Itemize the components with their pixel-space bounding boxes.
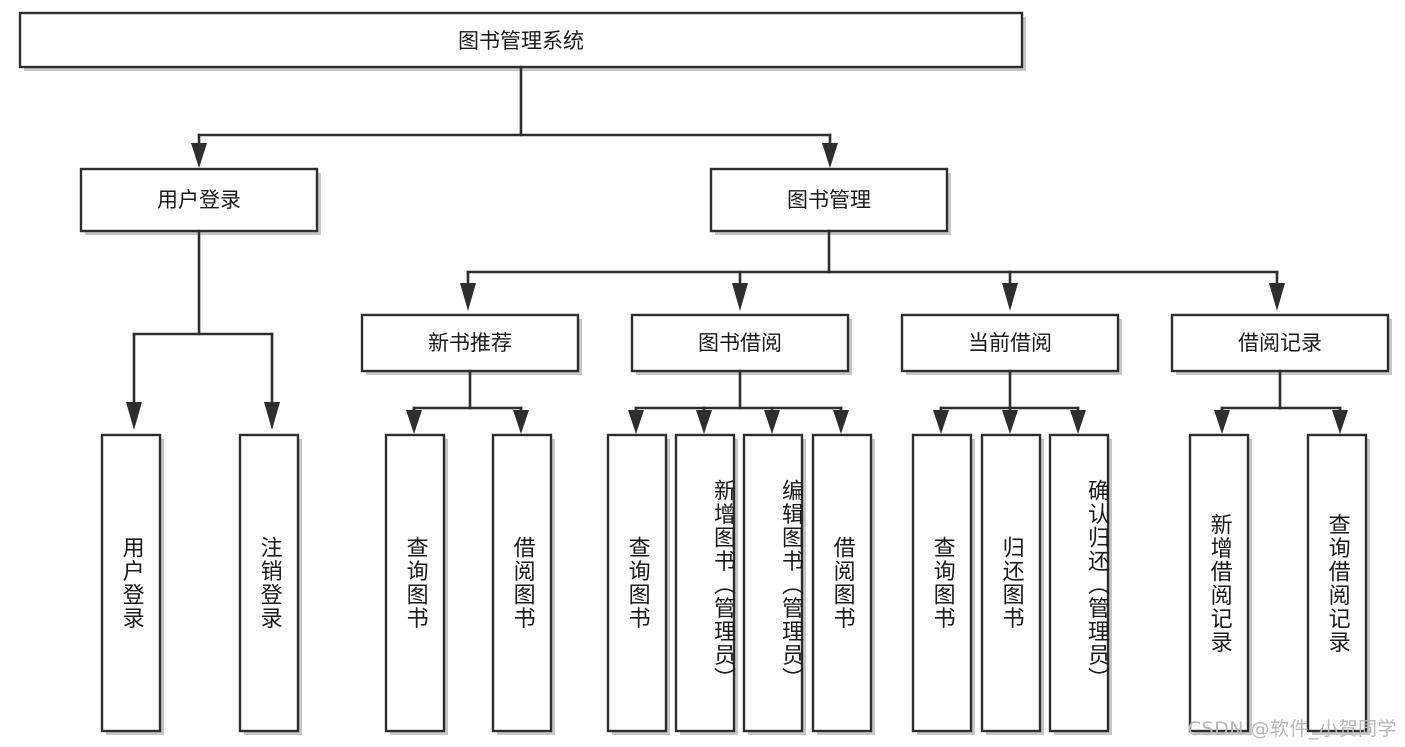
node-new-book-rec-label: 新书推荐 xyxy=(428,331,512,355)
arrow-head-icon xyxy=(732,283,748,311)
leaf-boxes xyxy=(100,433,1370,735)
arrow-head-icon xyxy=(764,410,780,434)
node-leaf-add-record[interactable] xyxy=(1188,433,1252,735)
node-borrow-record[interactable]: 借阅记录 xyxy=(1170,313,1392,375)
arrow-head-icon xyxy=(933,410,949,434)
connector-user-login-to-leaves xyxy=(126,229,280,430)
node-leaf-logout[interactable] xyxy=(238,433,302,735)
arrow-head-icon xyxy=(1002,410,1018,434)
node-new-book-rec-rect xyxy=(360,313,580,373)
node-leaf-edit-book[interactable] xyxy=(742,433,806,735)
arrow-head-icon xyxy=(822,143,838,168)
node-leaf-add-book[interactable] xyxy=(674,433,738,735)
node-current-borrow[interactable]: 当前借阅 xyxy=(900,313,1122,375)
node-new-book-rec[interactable]: 新书推荐 xyxy=(360,313,582,375)
node-user-login[interactable]: 用户登录 xyxy=(79,167,321,235)
arrow-head-icon xyxy=(1070,410,1086,434)
node-leaf-query-book-current[interactable] xyxy=(911,433,975,735)
node-root[interactable]: 图书管理系统 xyxy=(18,11,1026,71)
arrow-head-icon xyxy=(191,143,207,168)
arrow-head-icon xyxy=(628,410,644,434)
node-borrow-record-label: 借阅记录 xyxy=(1238,331,1322,355)
arrow-head-icon xyxy=(1269,283,1285,311)
arrow-head-icon xyxy=(696,410,712,434)
node-leaf-query-record[interactable] xyxy=(1306,433,1370,735)
connector-root-to-level2 xyxy=(191,65,838,168)
arrow-head-icon xyxy=(406,410,422,434)
node-leaf-user-login[interactable] xyxy=(100,433,164,735)
node-user-login-rect xyxy=(79,167,319,233)
node-book-borrow-label: 图书借阅 xyxy=(698,331,782,355)
node-leaf-query-book-borrow[interactable] xyxy=(606,433,670,735)
connector-borrow-record-to-leaves xyxy=(1214,369,1348,434)
node-leaf-borrow-book[interactable] xyxy=(811,433,875,735)
connector-new-book-rec-to-leaves xyxy=(406,369,529,434)
node-current-borrow-rect xyxy=(900,313,1120,373)
arrow-head-icon xyxy=(264,402,280,430)
node-root-label: 图书管理系统 xyxy=(458,29,584,53)
arrow-head-icon xyxy=(126,402,142,430)
watermark: CSDN @软件_小贺同学 xyxy=(1187,718,1397,740)
connector-book-borrow-to-leaves xyxy=(628,369,849,434)
node-root-rect xyxy=(18,11,1024,69)
node-leaf-borrow-book-rec[interactable] xyxy=(491,433,555,735)
node-book-borrow[interactable]: 图书借阅 xyxy=(630,313,852,375)
node-borrow-record-rect xyxy=(1170,313,1390,373)
arrow-head-icon xyxy=(513,410,529,434)
arrow-head-icon xyxy=(1332,410,1348,434)
arrow-head-icon xyxy=(460,283,476,311)
node-book-manage[interactable]: 图书管理 xyxy=(709,167,951,235)
node-current-borrow-label: 当前借阅 xyxy=(968,331,1052,355)
node-leaf-confirm-return[interactable] xyxy=(1048,433,1112,735)
node-user-login-label: 用户登录 xyxy=(157,188,241,212)
connector-current-borrow-to-leaves xyxy=(933,369,1086,434)
node-leaf-return-book[interactable] xyxy=(980,433,1044,735)
node-book-manage-label: 图书管理 xyxy=(787,188,871,212)
arrow-head-icon xyxy=(1002,283,1018,311)
connector-book-manage-to-level3 xyxy=(460,229,1285,311)
node-leaf-query-book-rec[interactable] xyxy=(384,433,448,735)
arrow-head-icon xyxy=(833,410,849,434)
arrow-head-icon xyxy=(1214,410,1230,434)
